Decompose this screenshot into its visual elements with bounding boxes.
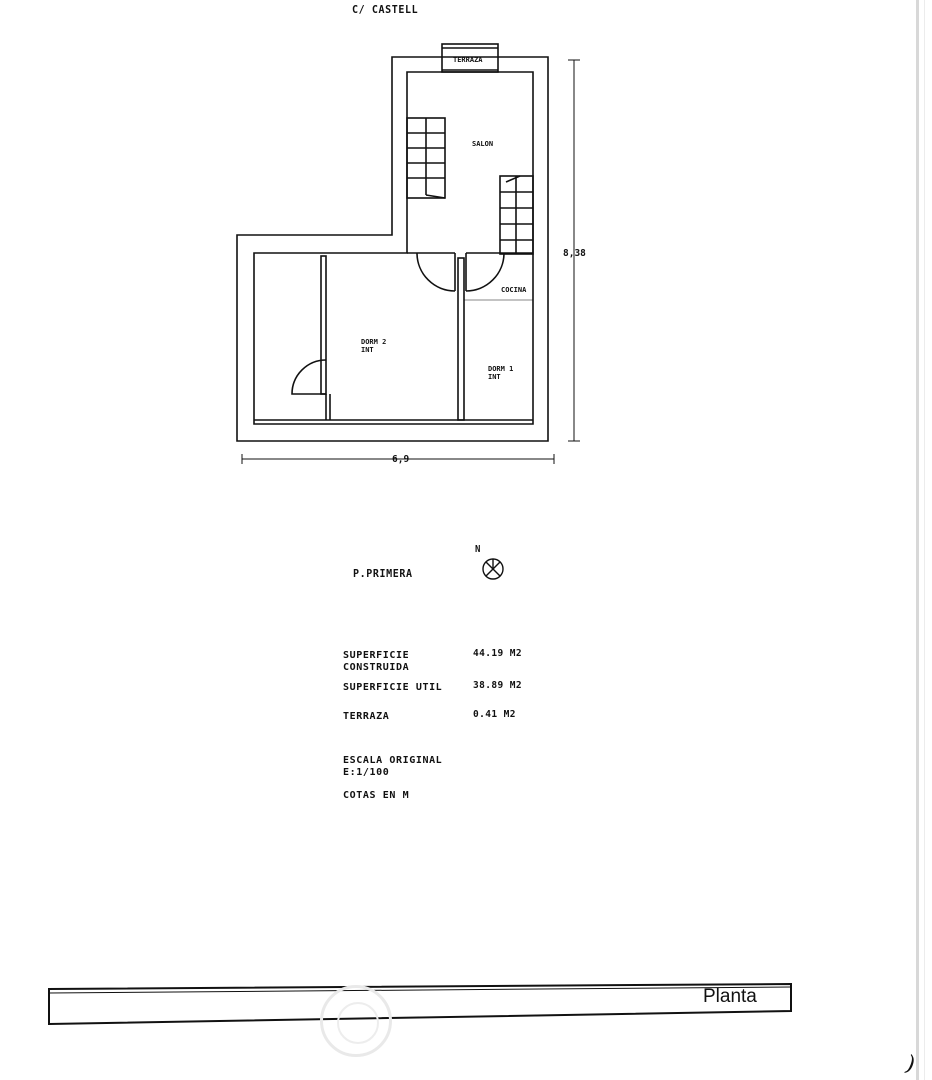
floor-label: P.PRIMERA <box>353 568 413 581</box>
north-label: N <box>475 544 482 556</box>
terrace-area-label: TERRAZA <box>343 711 390 722</box>
door-swing-salon-right <box>465 252 505 292</box>
scale-label: ESCALA ORIGINAL E:1/100 <box>343 755 443 778</box>
faded-stamp-seal <box>320 985 392 1057</box>
partition-wall <box>457 257 465 421</box>
room-label-terraza: TERRAZA <box>453 56 483 64</box>
terrace-box <box>441 43 499 73</box>
built-area-value: 44.19 M2 <box>473 648 522 659</box>
useful-area-label: SUPERFICIE UTIL <box>343 682 443 693</box>
terrace-area-value: 0.41 M2 <box>473 709 516 720</box>
stair-left <box>406 117 446 199</box>
sheet-title: Planta <box>703 986 757 1007</box>
dimension-height-label: 8,38 <box>563 248 586 259</box>
area-summary: SUPERFICIE CONSTRUIDA 44.19 M2 SUPERFICI… <box>343 648 563 808</box>
title-block-frame <box>48 983 792 1025</box>
sheet-edge <box>916 0 919 1080</box>
north-arrow-icon <box>482 558 504 580</box>
dimension-width-label: 6,9 <box>392 454 409 465</box>
room-label-dorm2-sub: INT <box>361 346 374 354</box>
room-label-dorm1-sub: INT <box>488 373 501 381</box>
built-area-label: SUPERFICIE CONSTRUIDA <box>343 650 410 673</box>
door-swing-dorm2 <box>291 359 327 395</box>
outer-wall <box>236 56 549 442</box>
room-label-dorm2: DORM 2 <box>361 338 386 346</box>
room-label-dorm1: DORM 1 <box>488 365 513 373</box>
door-swing-salon-left <box>416 252 456 292</box>
closet-wall <box>320 255 327 395</box>
room-label-cocina: COCINA <box>501 286 527 294</box>
room-label-salon: SALON <box>472 140 493 148</box>
sheet-edge-shadow <box>924 0 925 1080</box>
stair-right <box>499 175 534 255</box>
street-name: C/ CASTELL <box>352 4 419 17</box>
units-label: COTAS EN M <box>343 790 410 801</box>
useful-area-value: 38.89 M2 <box>473 680 522 691</box>
